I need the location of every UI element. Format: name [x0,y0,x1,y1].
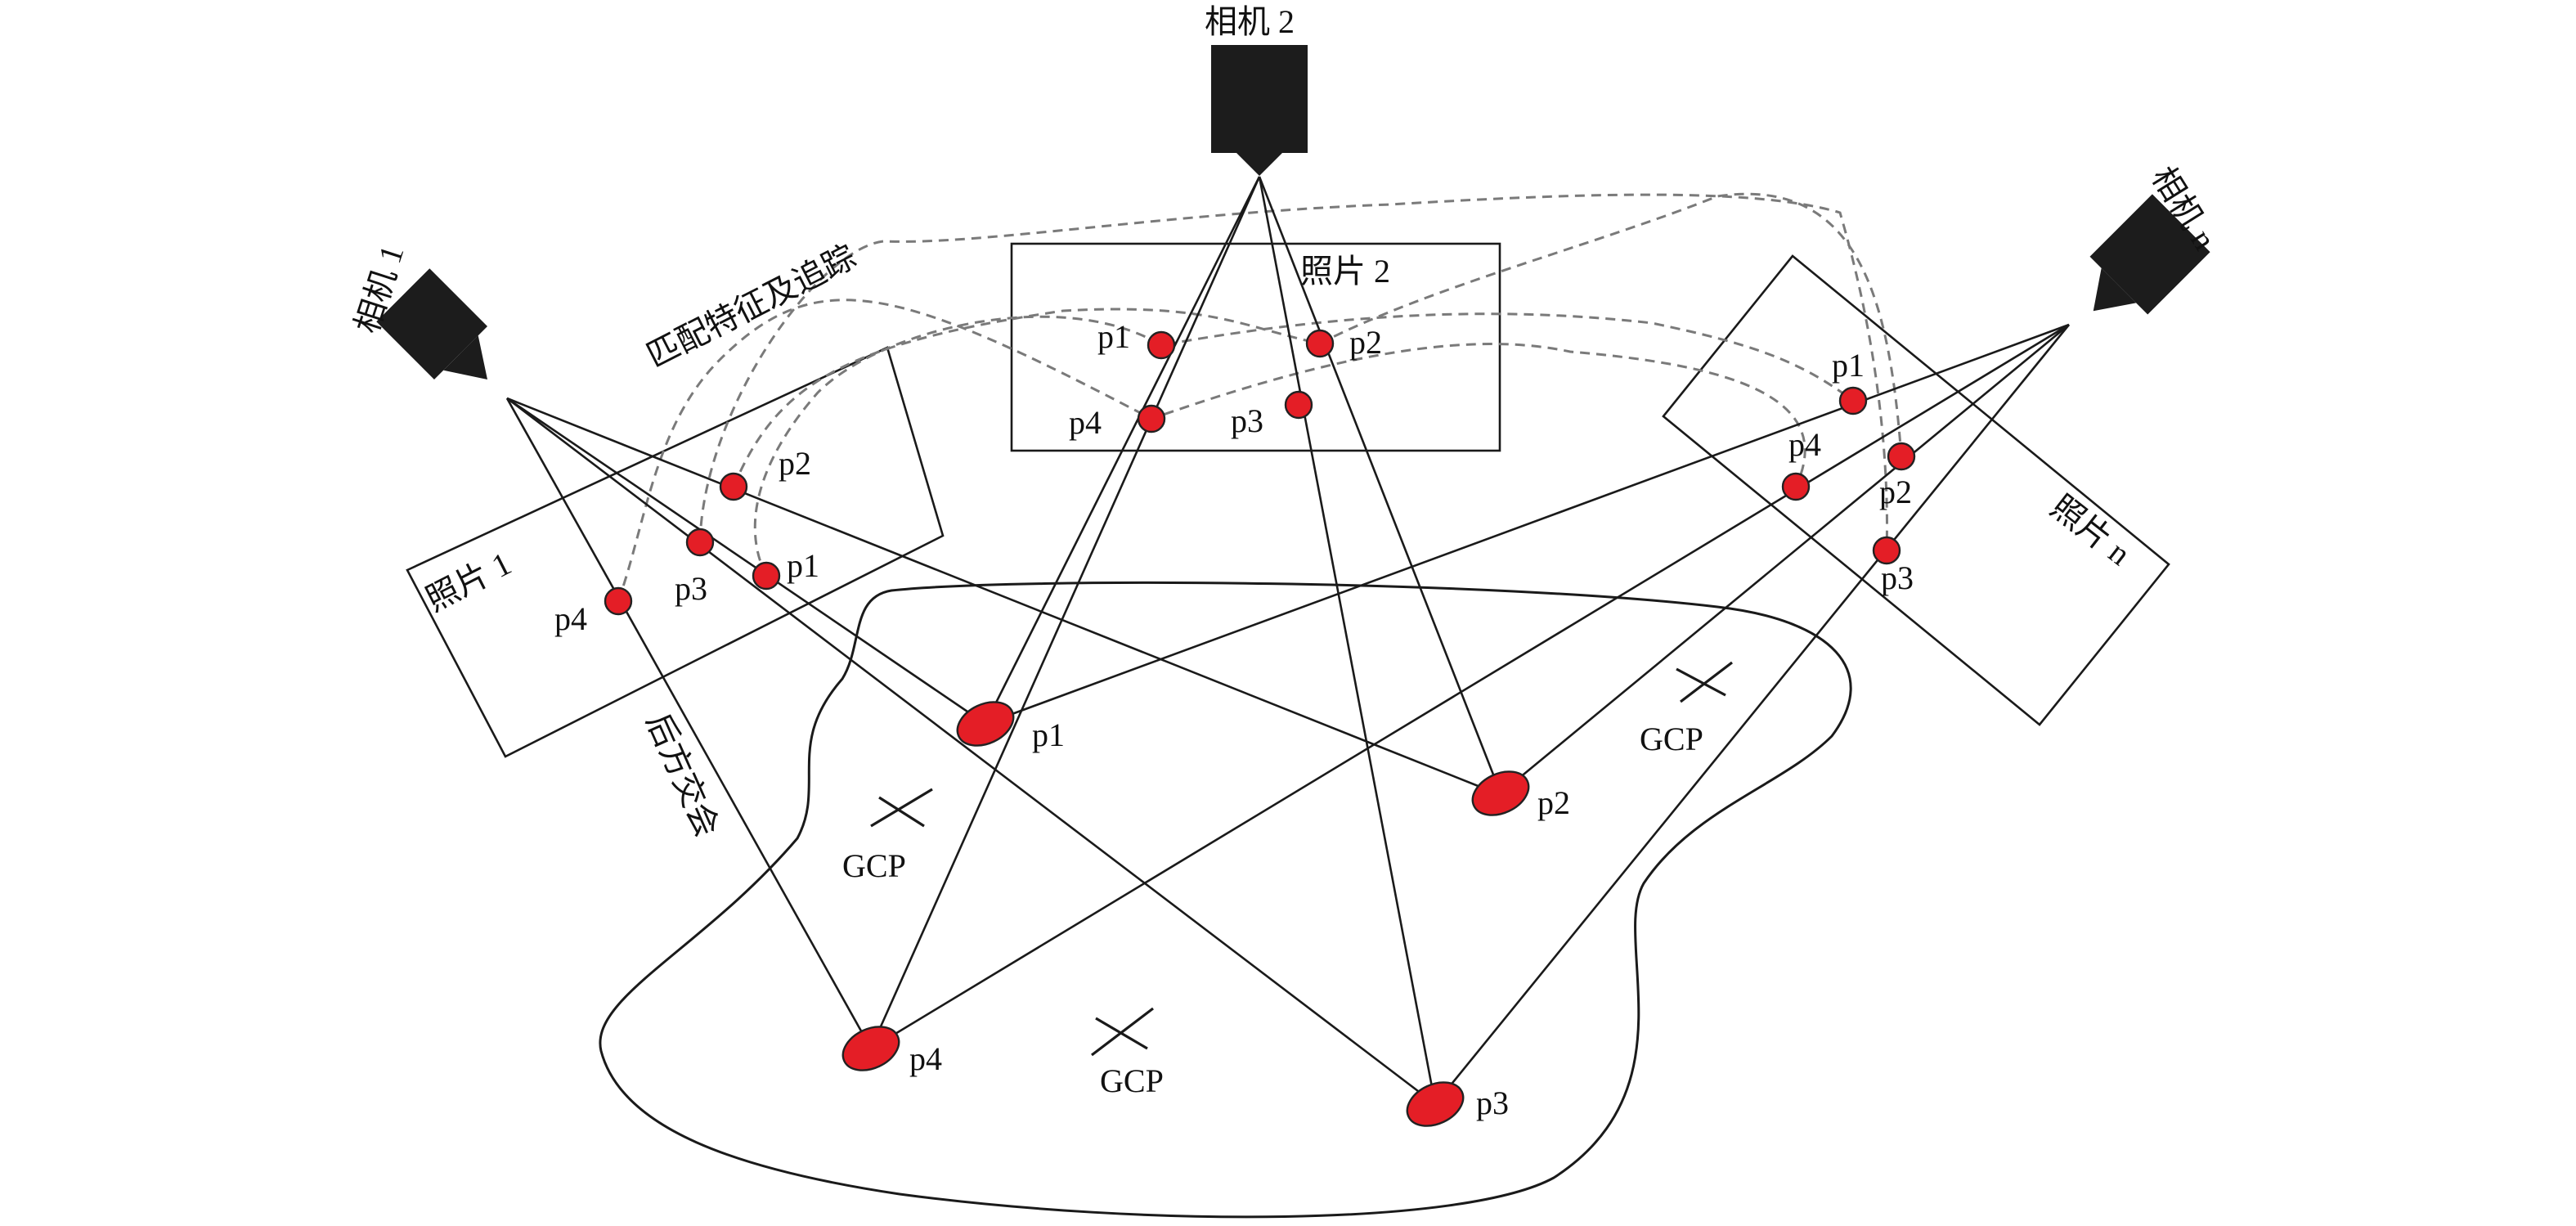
ground-point-p3 [1406,1081,1465,1127]
track-p2 [732,192,1903,487]
photo-1-label: 照片 1 [420,545,517,618]
gcp-marker-left: GCP [842,788,933,884]
camera-2-label: 相机 2 [1205,3,1295,40]
photo-n-label-p1: p1 [1832,347,1865,384]
ground-label-p4: p4 [909,1040,942,1077]
photo-1-point-p4 [604,586,633,616]
ground-label-p3: p3 [1476,1085,1509,1121]
matching-annotation: 匹配特征及追踪 [641,238,862,375]
photo-1-point-p1 [752,561,781,591]
track-p1 [753,312,1854,577]
ground-point-p2 [1471,770,1530,816]
ground-label-p2: p2 [1537,784,1570,821]
photo-n-label-p3: p3 [1881,559,1914,596]
camera-2-icon [1211,45,1308,176]
ground-points: p1 p2 p3 p4 [841,701,1570,1127]
photo-1-label-p3: p3 [675,570,707,607]
photo-2-label-p1: p1 [1097,318,1130,355]
gcp-label-right: GCP [1640,721,1703,757]
resection-annotation: 后方交会 [640,707,726,842]
ground-point-p4 [841,1026,900,1071]
photo-n-point-p2 [1887,442,1916,471]
photo-n-points: p1 p2 p3 p4 [1781,347,1916,596]
camera-2: 相机 2 [1205,3,1308,176]
gcp-marker-right: GCP [1640,661,1733,757]
photo-2-point-p3 [1284,390,1313,420]
photo-n-label-p2: p2 [1879,474,1912,510]
photo-2-label-p4: p4 [1069,404,1102,441]
photo-2-points: p1 p2 p3 p4 [1069,318,1382,441]
photo-2-label-p3: p3 [1231,402,1263,439]
camera-1-icon [376,268,488,380]
rays-camera-n [870,323,2071,1105]
camera-1: 相机 1 [348,240,488,380]
photo-n-point-p1 [1838,386,1868,415]
photo-2-point-p1 [1147,330,1176,360]
photo-n-point-p3 [1872,536,1901,565]
photo-1-label-p4: p4 [554,600,587,637]
gcp-label-left: GCP [842,847,906,884]
camera-n-icon [2089,194,2210,315]
photo-2-label-p2: p2 [1349,324,1382,361]
ground-label-p1: p1 [1032,716,1065,753]
photo-2-label: 照片 2 [1300,253,1390,290]
photo-2-frame [1010,242,1501,452]
photo-n-label-p4: p4 [1788,426,1821,463]
terrain-outline [599,581,1852,1219]
photo-2-point-p2 [1305,329,1335,358]
camera-n: 相机 n [2089,160,2224,315]
photo-1-points: p1 p2 p3 p4 [554,445,819,637]
ground-point-p1 [956,701,1015,747]
track-p3 [698,193,1888,551]
photo-1-point-p2 [719,472,748,501]
photo-1-point-p3 [685,528,715,557]
rays-camera-1 [505,397,1497,1106]
photo-n-frame [1662,254,2170,726]
rays-camera-2 [869,176,1502,1105]
photo-1-label-p2: p2 [779,445,811,482]
photo-2-point-p4 [1137,404,1166,433]
photo-1-label-p1: p1 [787,547,819,584]
photo-n-point-p4 [1781,472,1811,501]
gcp-label-center: GCP [1100,1062,1164,1099]
gcp-marker-center: GCP [1091,1007,1164,1099]
